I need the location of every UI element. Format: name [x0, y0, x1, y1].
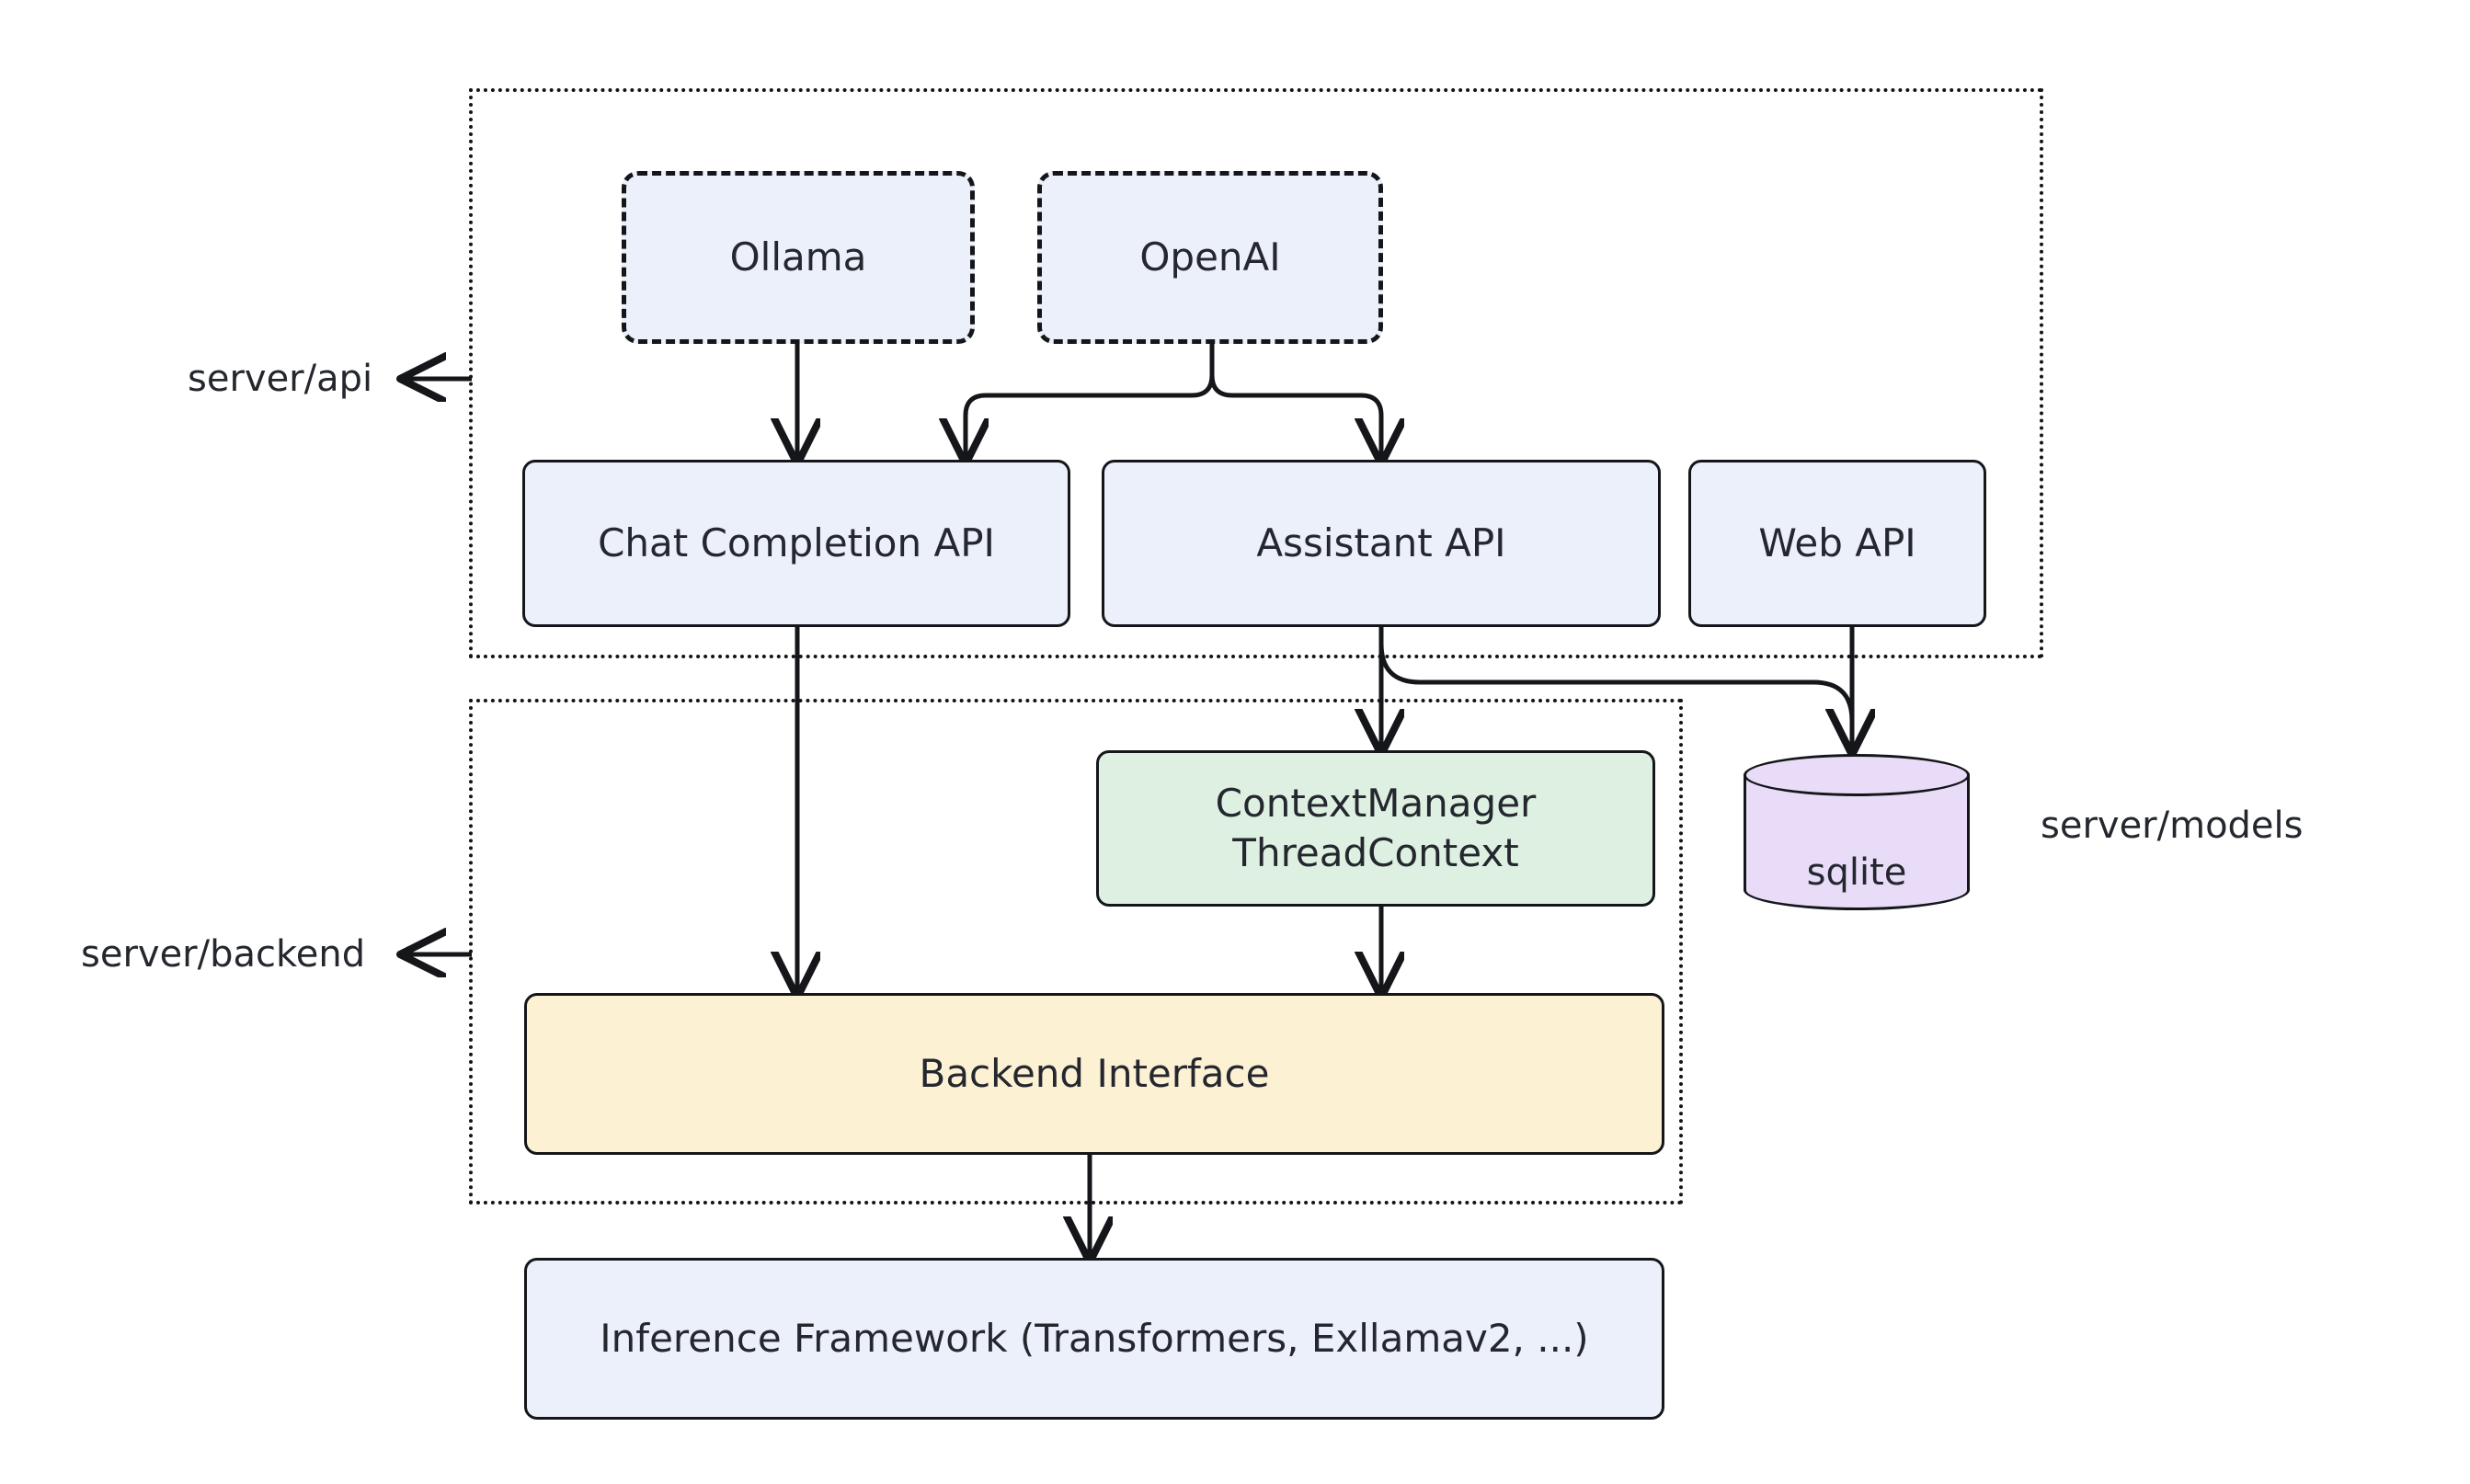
node-openai[interactable]: OpenAI: [1037, 171, 1383, 344]
node-backend-interface[interactable]: Backend Interface: [524, 993, 1664, 1155]
node-chat-completion-api[interactable]: Chat Completion API: [522, 460, 1070, 627]
label-server-models: server/models: [2041, 805, 2304, 847]
node-web-api[interactable]: Web API: [1688, 460, 1986, 627]
node-sqlite[interactable]: sqlite: [1744, 754, 1970, 910]
sqlite-cylinder-body: [1744, 774, 1970, 910]
node-context-manager[interactable]: ContextManager ThreadContext: [1096, 750, 1655, 907]
group-label-server-backend: server/backend: [81, 933, 366, 976]
node-web-api-label: Web API: [1758, 520, 1916, 566]
node-ollama-label: Ollama: [729, 234, 867, 280]
group-server-backend: [469, 699, 1683, 1204]
node-inference-framework-label: Inference Framework (Transformers, Exlla…: [600, 1316, 1589, 1362]
group-server-api: [469, 88, 2043, 658]
node-chat-completion-api-label: Chat Completion API: [598, 520, 995, 566]
node-openai-label: OpenAI: [1139, 234, 1281, 280]
node-context-manager-label: ContextManager ThreadContext: [1215, 781, 1537, 875]
node-ollama[interactable]: Ollama: [622, 171, 975, 344]
node-inference-framework[interactable]: Inference Framework (Transformers, Exlla…: [524, 1258, 1664, 1420]
group-label-server-api: server/api: [188, 358, 373, 400]
sqlite-cylinder-top: [1744, 754, 1970, 796]
node-sqlite-label: sqlite: [1806, 851, 1907, 894]
node-assistant-api[interactable]: Assistant API: [1102, 460, 1661, 627]
node-backend-interface-label: Backend Interface: [919, 1051, 1270, 1097]
node-assistant-api-label: Assistant API: [1256, 520, 1506, 566]
